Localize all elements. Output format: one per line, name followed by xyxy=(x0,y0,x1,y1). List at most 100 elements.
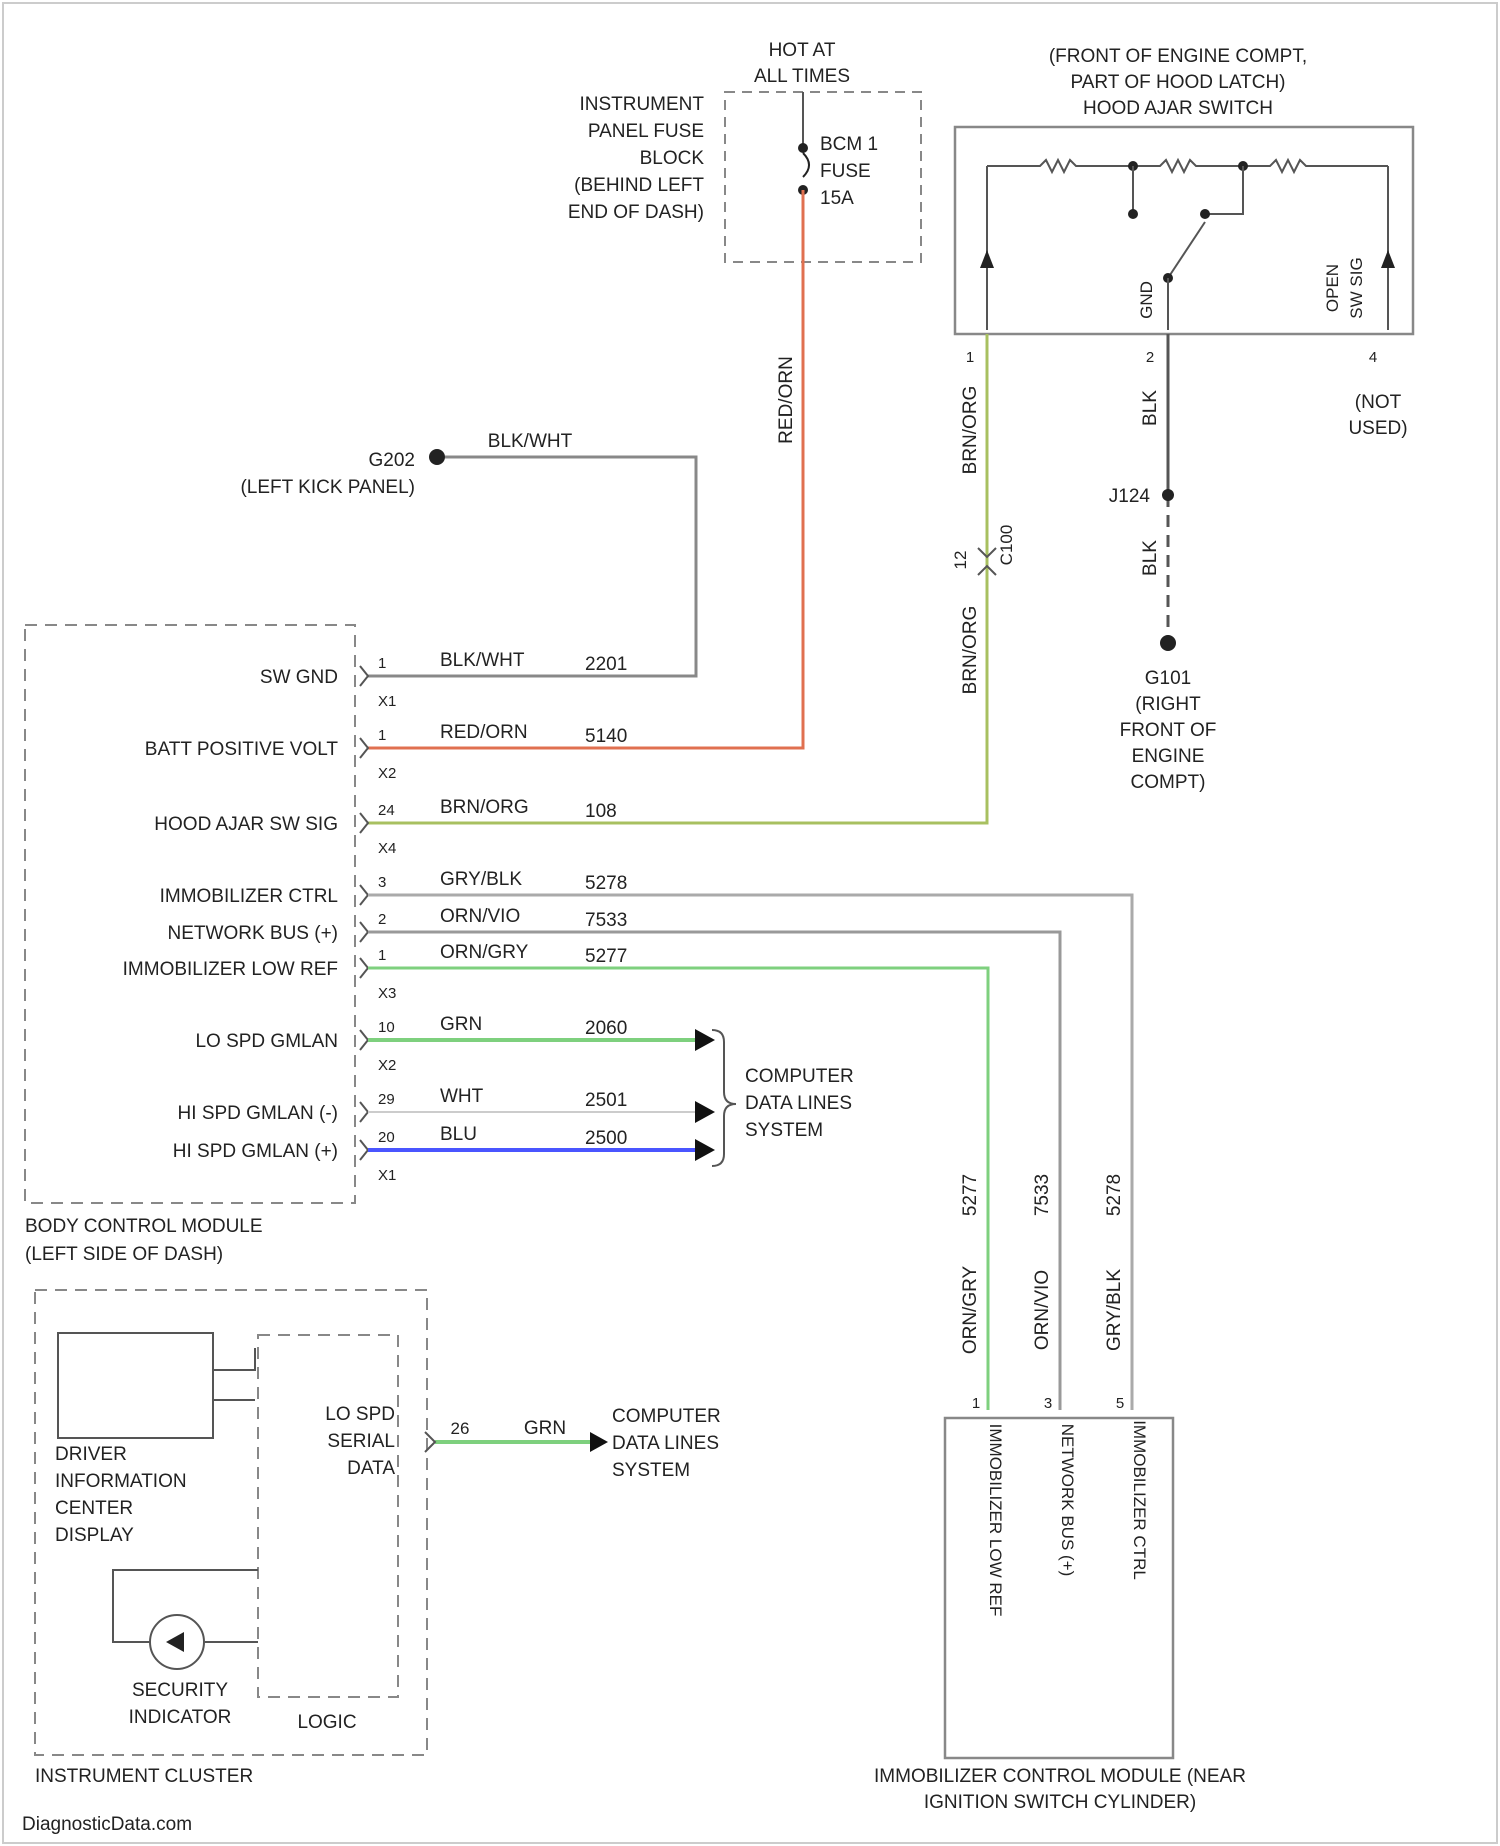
bcm-wire-color: ORN/VIO xyxy=(440,906,520,927)
hood-switch-outline xyxy=(955,127,1413,334)
icm-pin-3: 3 xyxy=(1044,1395,1052,1412)
bcm-wire-color: GRN xyxy=(440,1014,482,1035)
ground-g101-label-3: FRONT OF xyxy=(1120,720,1217,741)
bcm-pin-connector-icon xyxy=(360,1102,368,1122)
dic-label-1: DRIVER xyxy=(55,1444,127,1465)
icm-pin-label-3: IMMOBILIZER CTRL xyxy=(1130,1420,1149,1580)
icm-wire-2-circuit: 7533 xyxy=(1032,1174,1053,1216)
icm-wire-1-color: ORN/GRY xyxy=(960,1266,981,1355)
bcm-pin-name: HOOD AJAR SW SIG xyxy=(154,814,338,835)
bcm-pin-name: HI SPD GMLAN (-) xyxy=(178,1103,338,1124)
ground-g202-location: (LEFT KICK PANEL) xyxy=(240,477,415,498)
icm-label-2: IGNITION SWITCH CYLINDER) xyxy=(924,1792,1196,1813)
bcm-connector-id: X4 xyxy=(378,840,396,857)
dic-label-4: DISPLAY xyxy=(55,1525,134,1546)
hood-switch-title-1: (FRONT OF ENGINE COMPT, xyxy=(1049,46,1307,67)
bcm-pin-number: 10 xyxy=(378,1019,395,1036)
diode-left-icon xyxy=(980,250,994,268)
dic-display-box xyxy=(58,1333,213,1438)
bcm-wire-circuit: 7533 xyxy=(585,910,627,931)
bcm-pin-number: 1 xyxy=(378,727,386,744)
hood-pin-1: 1 xyxy=(966,349,974,366)
not-used-2: USED) xyxy=(1348,418,1407,439)
fuse-block-label-1: INSTRUMENT xyxy=(579,94,704,115)
bcm-wire-circuit: 5277 xyxy=(585,946,627,967)
security-label-2: INDICATOR xyxy=(129,1707,232,1728)
data-line-arrow-icon xyxy=(695,1029,715,1051)
data-line-arrow-icon xyxy=(695,1139,715,1161)
bcm-data-lines-1: COMPUTER xyxy=(745,1066,854,1087)
cluster-pin: 26 xyxy=(451,1419,470,1438)
bcm-pin-connector-icon xyxy=(360,958,368,978)
ground-g101-label-5: COMPT) xyxy=(1131,772,1206,793)
ground-g202-label: G202 xyxy=(369,450,415,471)
bcm-pin-name: IMMOBILIZER LOW REF xyxy=(123,959,338,980)
switch-contact-2 xyxy=(1200,209,1210,219)
wire-brn-org-upper-label: BRN/ORG xyxy=(960,386,981,475)
switch-arm xyxy=(1168,222,1205,278)
icm-wire-3-circuit: 5278 xyxy=(1104,1174,1125,1216)
security-label-1: SECURITY xyxy=(132,1680,228,1701)
bcm-wire-circuit: 5278 xyxy=(585,873,627,894)
fuse-block-label-3: BLOCK xyxy=(640,148,705,169)
bcm-wire-color: BLU xyxy=(440,1124,477,1145)
diode-right-icon xyxy=(1381,250,1395,268)
logic-box xyxy=(258,1335,398,1697)
bcm-connector-id: X1 xyxy=(378,1167,396,1184)
pin-open-label-2: SW SIG xyxy=(1347,257,1366,318)
bcm-pin-connector-icon xyxy=(360,1030,368,1050)
fuse-label-1: BCM 1 xyxy=(820,134,878,155)
fuse-label-2: FUSE xyxy=(820,161,871,182)
bcm-wire-circuit: 2500 xyxy=(585,1128,627,1149)
watermark-text: DiagnosticData.com xyxy=(22,1814,192,1835)
immobilizer-control-module: 1 3 5 IMMOBILIZER LOW REF NETWORK BUS (+… xyxy=(874,1395,1246,1813)
ground-g101-label-4: ENGINE xyxy=(1132,746,1205,767)
bcm-rows: SW GND1X1BLK/WHT2201BATT POSITIVE VOLT1X… xyxy=(123,650,715,1184)
dic-label-2: INFORMATION xyxy=(55,1471,187,1492)
bcm-data-lines-2: DATA LINES xyxy=(745,1093,852,1114)
serial-label-1: LO SPD xyxy=(325,1404,395,1425)
connector-c100-label: C100 xyxy=(997,525,1016,566)
bcm-pin-connector-icon xyxy=(360,813,368,833)
fuse-label-3: 15A xyxy=(820,188,854,209)
dic-label-3: CENTER xyxy=(55,1498,133,1519)
fuse-block-label-5: END OF DASH) xyxy=(568,202,704,223)
bcm-pin-name: IMMOBILIZER CTRL xyxy=(160,886,338,907)
switch-post-2 xyxy=(1205,166,1243,214)
hood-pin-2: 2 xyxy=(1146,349,1154,366)
bcm-pin-name: NETWORK BUS (+) xyxy=(168,923,338,944)
bcm-wire-circuit: 2201 xyxy=(585,654,627,675)
cluster-data-lines-1: COMPUTER xyxy=(612,1406,721,1427)
bcm-wire-color: BRN/ORG xyxy=(440,797,529,818)
bcm-pin-number: 3 xyxy=(378,874,386,891)
bcm-wire-color: GRY/BLK xyxy=(440,869,522,890)
hot-label-line1: HOT AT xyxy=(769,40,836,61)
wire-blk-wht xyxy=(368,457,696,676)
bcm-pin-number: 24 xyxy=(378,802,395,819)
hood-switch-title-2: PART OF HOOD LATCH) xyxy=(1070,72,1285,93)
cluster-wire-color: GRN xyxy=(524,1418,566,1439)
dic-connection xyxy=(213,1348,255,1400)
ground-g202-icon xyxy=(429,449,445,465)
hood-switch-title-3: HOOD AJAR SWITCH xyxy=(1083,98,1273,119)
logic-label: LOGIC xyxy=(297,1712,356,1733)
splice-j124-icon xyxy=(1162,489,1174,501)
bcm-pin-name: HI SPD GMLAN (+) xyxy=(173,1141,338,1162)
pin-gnd-label: GND xyxy=(1137,281,1156,319)
bcm-pin-connector-icon xyxy=(360,922,368,942)
connector-c100-pin: 12 xyxy=(951,551,970,570)
switch-contact-1 xyxy=(1128,209,1138,219)
bcm-pin-name: BATT POSITIVE VOLT xyxy=(145,739,339,760)
bcm-wire-color: RED/ORN xyxy=(440,722,528,743)
icm-pin-label-2: NETWORK BUS (+) xyxy=(1058,1424,1077,1577)
bcm-pin-number: 1 xyxy=(378,655,386,672)
instrument-cluster: DRIVER INFORMATION CENTER DISPLAY SECURI… xyxy=(35,1290,427,1787)
fuse-block: HOT AT ALL TIMES INSTRUMENT PANEL FUSE B… xyxy=(568,40,921,262)
bcm-wire-circuit: 2060 xyxy=(585,1018,627,1039)
cluster-data-lines-3: SYSTEM xyxy=(612,1460,690,1481)
bcm-wire-circuit: 2501 xyxy=(585,1090,627,1111)
bcm-wire-circuit: 5140 xyxy=(585,726,627,747)
bcm-data-lines-3: SYSTEM xyxy=(745,1120,823,1141)
bcm-pin-number: 29 xyxy=(378,1091,395,1108)
